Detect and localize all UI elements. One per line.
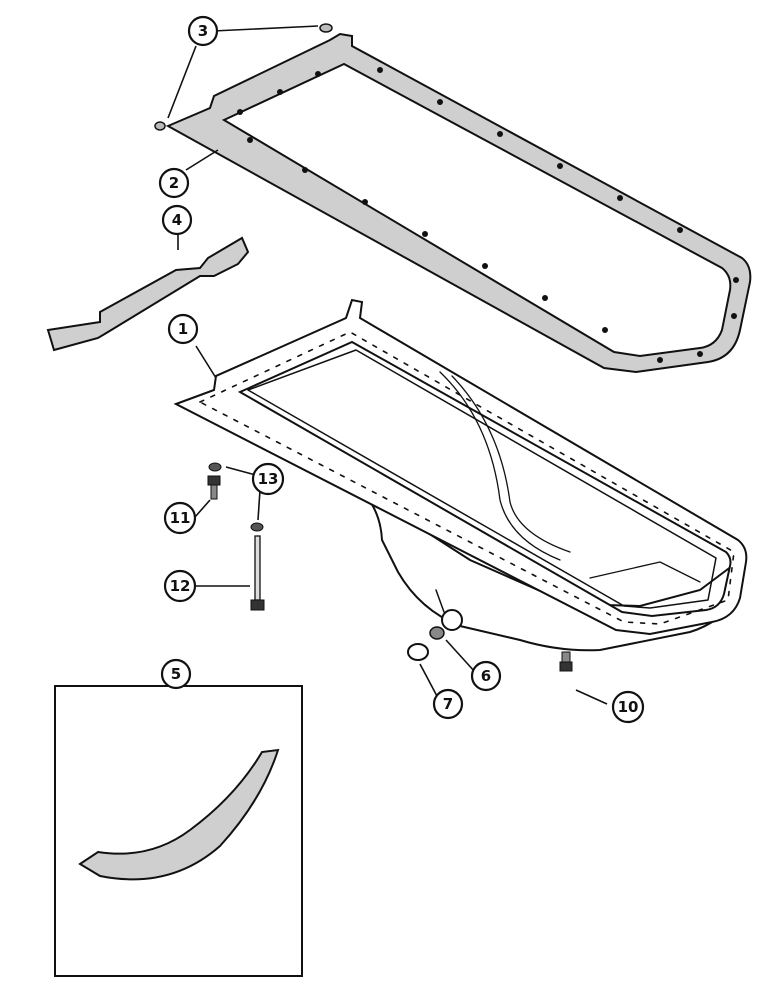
bolt-11 <box>207 475 221 500</box>
rear-seal-strip <box>46 236 250 352</box>
callout-6: 6 <box>470 660 502 692</box>
bolt-10 <box>559 651 573 672</box>
callout-10: 10 <box>611 690 645 724</box>
svg-text:12: 12 <box>170 577 191 595</box>
locator-pins <box>154 23 333 131</box>
svg-text:6: 6 <box>481 667 491 685</box>
washer-13-upper <box>208 462 222 472</box>
svg-text:11: 11 <box>170 509 191 527</box>
drain-washer-6 <box>429 626 445 640</box>
drain-plug-7 <box>407 643 429 661</box>
callout-5: 5 <box>160 658 192 690</box>
gasket-bolt-holes <box>237 67 739 363</box>
svg-text:2: 2 <box>169 174 179 192</box>
svg-text:7: 7 <box>443 695 453 713</box>
svg-text:1: 1 <box>178 320 188 338</box>
svg-text:5: 5 <box>171 665 181 683</box>
svg-text:3: 3 <box>198 22 208 40</box>
oil-pan <box>173 298 748 652</box>
callout-1: 1 <box>167 313 199 345</box>
upper-gasket <box>165 32 752 374</box>
callout-2: 2 <box>158 167 190 199</box>
svg-text:10: 10 <box>618 698 639 716</box>
callout-11: 11 <box>163 501 197 535</box>
svg-text:4: 4 <box>172 211 182 229</box>
detail-box-seal <box>54 685 303 977</box>
callout-3: 3 <box>187 15 219 47</box>
callout-12: 12 <box>163 569 197 603</box>
washer-13-lower <box>250 522 264 532</box>
callout-4: 4 <box>161 204 193 236</box>
curved-seal-strip <box>78 748 280 881</box>
callout-7: 7 <box>432 688 464 720</box>
long-bolt-12 <box>250 535 265 611</box>
svg-text:13: 13 <box>258 470 279 488</box>
callout-13: 13 <box>251 462 285 496</box>
leader-lines <box>167 25 608 705</box>
